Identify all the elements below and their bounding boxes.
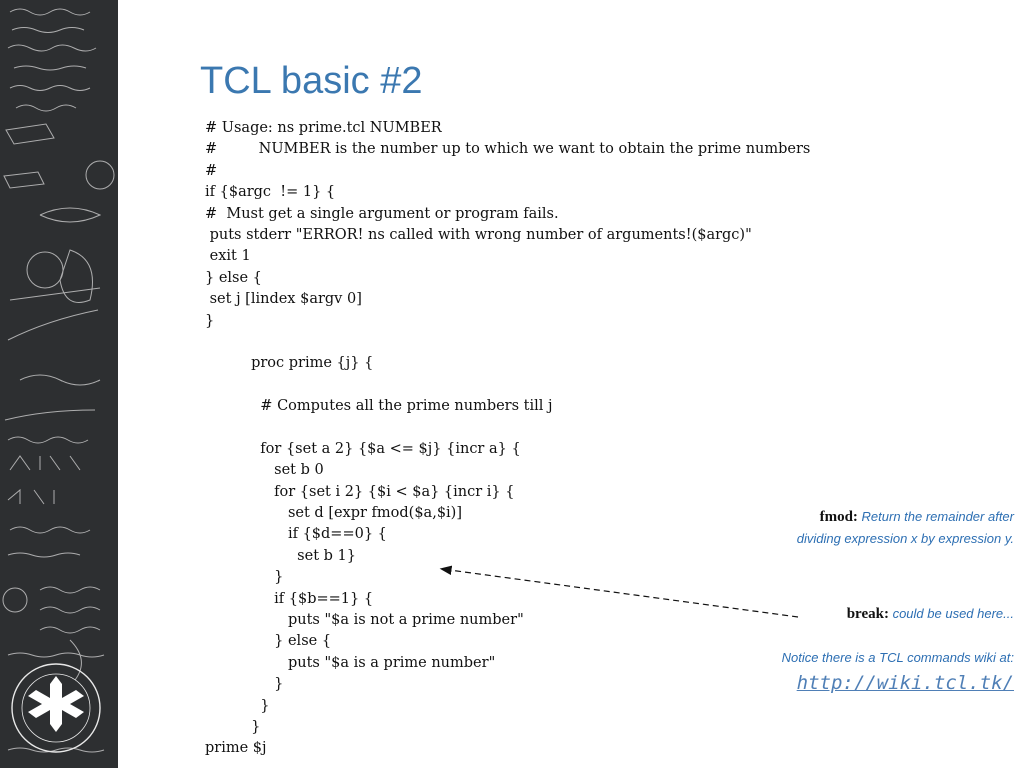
code-line: set b 0 <box>205 462 324 479</box>
code-line: for {set a 2} {$a <= $j} {incr a} { <box>205 440 521 457</box>
code-line: prime $j <box>205 740 267 757</box>
code-line: # Usage: ns prime.tcl NUMBER <box>205 120 442 136</box>
break-keyword: break: <box>846 606 889 622</box>
code-line <box>205 417 810 438</box>
code-line: exit 1 <box>205 248 251 265</box>
code-line: } <box>205 676 284 693</box>
code-line: for {set i 2} {$i < $a} {incr i} { <box>205 483 515 500</box>
code-line: } <box>205 697 270 714</box>
wiki-link[interactable]: http://wiki.tcl.tk/ <box>796 672 1014 694</box>
code-line: if {$argc != 1} { <box>205 184 336 201</box>
code-line: # Must get a single argument or program … <box>205 205 559 222</box>
code-line: # NUMBER is the number up to which we wa… <box>205 141 811 158</box>
code-line: if {$d==0} { <box>205 526 387 543</box>
code-line: set d [expr fmod($a,$i)] <box>205 505 462 522</box>
code-line: set j [lindex $argv 0] <box>205 291 362 308</box>
code-line: # <box>205 162 218 179</box>
code-line: set b 1} <box>205 547 356 564</box>
code-line: } <box>205 718 261 735</box>
code-line: puts "$a is not a prime number" <box>205 611 524 628</box>
slide-title: TCL basic #2 <box>200 60 423 102</box>
fmod-note: fmod: Return the remainder after dividin… <box>797 506 1014 549</box>
break-note: break: could be used here... <box>847 606 1014 623</box>
fmod-description-line1: Return the remainder after <box>861 509 1014 524</box>
chalkboard-doodles <box>2 8 115 753</box>
code-line <box>205 375 810 396</box>
code-line: if {$b==1} { <box>205 590 374 607</box>
fmod-keyword: fmod: <box>819 509 858 525</box>
break-description: could be used here... <box>892 606 1014 621</box>
code-line: puts stderr "ERROR! ns called with wrong… <box>205 226 752 243</box>
code-line: } else { <box>205 633 332 650</box>
code-line: } <box>205 569 284 586</box>
chalkboard-sidebar <box>0 0 118 768</box>
code-line: proc prime {j} { <box>205 355 374 372</box>
code-line: } <box>205 312 215 329</box>
code-line: puts "$a is a prime number" <box>205 654 496 671</box>
wiki-note: Notice there is a TCL commands wiki at: <box>781 650 1014 665</box>
code-block: # Usage: ns prime.tcl NUMBER # NUMBER is … <box>205 118 810 760</box>
fmod-description-line2: dividing expression x by expression y. <box>796 531 1014 546</box>
code-line: # Computes all the prime numbers till j <box>205 398 553 415</box>
university-logo <box>11 663 101 753</box>
code-line <box>205 332 810 353</box>
code-line: } else { <box>205 269 262 286</box>
